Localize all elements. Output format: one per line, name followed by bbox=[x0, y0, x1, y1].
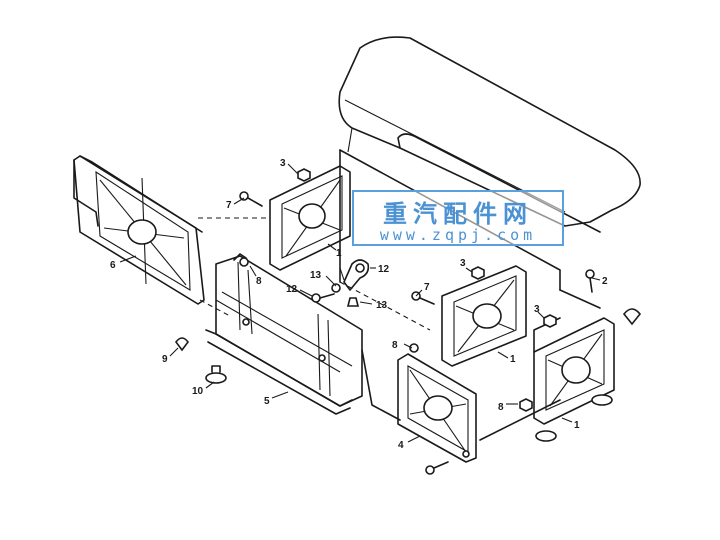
bracket-frame-5 bbox=[205, 253, 363, 415]
watermark-chinese-text: 重汽配件网 bbox=[383, 200, 533, 228]
fasteners bbox=[174, 168, 642, 475]
callout-7-upper: 7 bbox=[226, 200, 232, 211]
callout-8-right: 8 bbox=[498, 402, 504, 413]
cover-plate-1-right bbox=[533, 317, 615, 425]
callout-9: 9 bbox=[162, 354, 168, 365]
callout-labels: 3 7 1 6 8 13 12 12 13 3 7 2 3 8 1 9 10 5… bbox=[110, 158, 608, 451]
callout-8-middle: 8 bbox=[392, 340, 398, 351]
bracket-11 bbox=[343, 259, 370, 291]
callout-5: 5 bbox=[264, 396, 270, 407]
callout-8-left: 8 bbox=[256, 276, 262, 287]
callout-4: 4 bbox=[398, 440, 404, 451]
callout-10: 10 bbox=[192, 386, 204, 397]
cover-plate-4 bbox=[397, 353, 477, 463]
leader-lines bbox=[119, 163, 601, 443]
end-panel-6 bbox=[73, 155, 205, 305]
watermark-url-text: www.zqpj.com bbox=[379, 226, 537, 244]
callout-12-left: 12 bbox=[286, 284, 298, 295]
callout-1-upper: 1 bbox=[336, 248, 342, 259]
callout-1-right: 1 bbox=[574, 420, 580, 431]
callout-3-right: 3 bbox=[534, 304, 540, 315]
callout-11: 12 bbox=[378, 264, 390, 275]
callout-6: 6 bbox=[110, 260, 116, 271]
cover-plate-1-middle bbox=[441, 265, 527, 367]
callout-2: 2 bbox=[602, 276, 608, 287]
callout-1-middle: 1 bbox=[510, 354, 516, 365]
cover-plate-1-upper bbox=[269, 165, 351, 271]
callout-12-right: 13 bbox=[376, 300, 388, 311]
callout-13: 13 bbox=[310, 270, 322, 281]
callout-3-upper: 3 bbox=[280, 158, 286, 169]
callout-7-middle: 7 bbox=[424, 282, 430, 293]
watermark: 重汽配件网 www.zqpj.com bbox=[352, 190, 564, 246]
callout-3-middle: 3 bbox=[460, 258, 466, 269]
